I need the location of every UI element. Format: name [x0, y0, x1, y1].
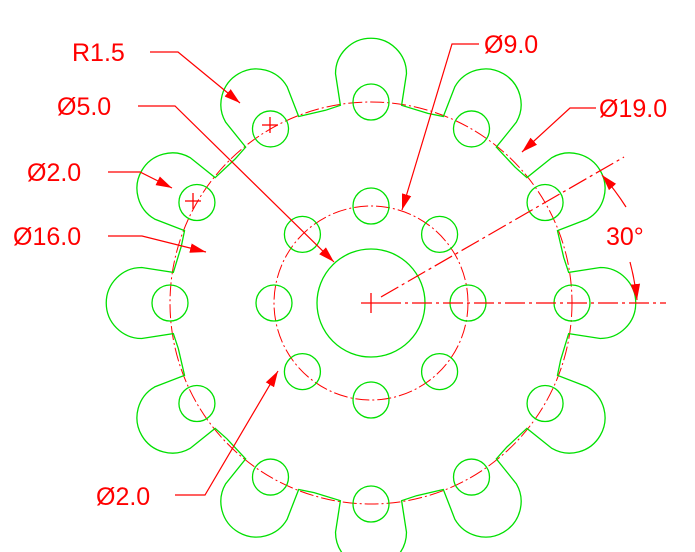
inner-hole	[283, 215, 322, 254]
angled-reference-line	[380, 156, 625, 298]
angle-arc-lower	[629, 261, 641, 301]
center-mark	[361, 293, 381, 313]
leader-d-pitch-circle	[108, 235, 207, 253]
inner-hole	[283, 352, 322, 391]
leader-d-inner-bolt-circle	[401, 43, 479, 211]
tooth-hole	[452, 458, 491, 496]
label-d-inner-bolt-circle: Ø9.0	[484, 31, 538, 59]
label-d-pitch-circle: Ø16.0	[13, 223, 81, 251]
hole-center-mark-1	[262, 117, 278, 133]
tooth-hole	[452, 110, 491, 148]
tooth-hole	[251, 458, 290, 496]
inner-hole	[352, 187, 390, 225]
leader-d-outer	[521, 107, 596, 153]
label-r-fillet: R1.5	[72, 39, 125, 67]
tooth-hole	[352, 485, 390, 523]
tooth-hole	[526, 384, 564, 423]
label-d-tooth-hole: Ø2.0	[27, 159, 81, 187]
label-d-inner-hole: Ø2.0	[96, 483, 150, 511]
leader-d-inner-hole	[175, 370, 279, 496]
leaders	[108, 43, 596, 496]
angle-dimension	[380, 156, 666, 304]
outer-holes	[151, 83, 591, 523]
tooth-hole	[251, 110, 290, 148]
tooth-hole	[526, 183, 564, 222]
tooth-hole	[178, 384, 216, 423]
tooth-hole	[178, 183, 216, 222]
tooth-hole	[352, 83, 390, 121]
tooth-hole	[151, 284, 189, 322]
gear-outline	[105, 37, 637, 552]
leader-d-tooth-hole	[108, 171, 173, 189]
inner-hole	[352, 381, 390, 419]
leader-r-fillet	[150, 51, 241, 104]
hole-center-mark-2	[185, 193, 201, 209]
inner-holes	[255, 187, 487, 419]
leader-d-bore	[138, 105, 335, 263]
label-d-outer: Ø19.0	[599, 95, 667, 123]
inner-hole	[420, 352, 459, 391]
inner-hole	[420, 215, 459, 254]
inner-hole	[255, 284, 293, 322]
label-d-bore: Ø5.0	[57, 93, 111, 121]
angle-arc-upper	[601, 174, 627, 208]
gear-geometry	[105, 37, 637, 552]
label-angle: 30°	[606, 223, 644, 251]
